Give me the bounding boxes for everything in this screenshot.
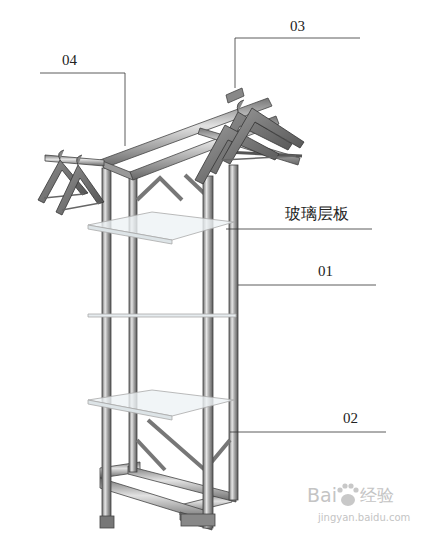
rack-frame xyxy=(45,88,302,530)
callout-number: 03 xyxy=(290,18,305,35)
part-label: 玻璃层板 xyxy=(285,205,349,223)
watermark: Bai xyxy=(307,485,337,506)
hangers xyxy=(38,100,304,215)
watermark-paw xyxy=(337,483,358,506)
watermark: jingyan.baidu.com xyxy=(318,512,410,523)
callout-number: 01 xyxy=(318,263,333,280)
leader-lines xyxy=(40,38,386,432)
callout-number: 02 xyxy=(343,410,358,427)
watermark: 经验 xyxy=(360,486,394,505)
callout-number: 04 xyxy=(62,52,77,69)
